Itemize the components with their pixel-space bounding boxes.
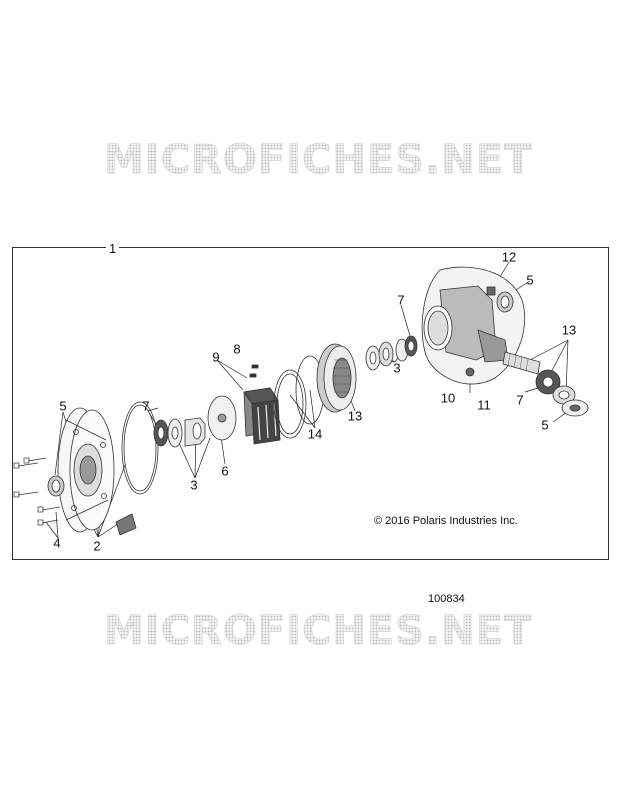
callout-7-center: 7 — [397, 292, 405, 308]
callout-14: 14 — [307, 426, 323, 442]
callout-2: 2 — [93, 538, 101, 554]
callout-5-top-right: 5 — [526, 272, 534, 288]
callout-13-right: 13 — [561, 322, 577, 338]
watermark-bottom-text: MICROFICHES.NET — [104, 608, 532, 654]
callout-5-bottom-right: 5 — [541, 417, 549, 433]
fill-plug — [486, 286, 496, 296]
callout-4: 4 — [53, 535, 61, 551]
figure-number: 100834 — [428, 593, 465, 605]
copyright-text: © 2016 Polaris Industries Inc. — [374, 515, 518, 527]
diagram-frame — [12, 247, 609, 560]
watermark-top-text: MICROFICHES.NET — [104, 137, 532, 183]
pinion-shaft — [502, 351, 541, 375]
roll-cage — [243, 387, 281, 445]
springs — [249, 364, 259, 378]
callout-10: 10 — [440, 390, 456, 406]
callout-3-right: 3 — [393, 360, 401, 376]
callout-5-left: 5 — [59, 398, 67, 414]
shim-ring — [273, 369, 307, 439]
clip — [115, 513, 137, 536]
ring-gear — [316, 343, 357, 413]
vent-plug — [465, 367, 475, 377]
gearcase-housing — [421, 266, 526, 385]
o-ring-left — [121, 401, 159, 495]
callout-6: 6 — [221, 463, 229, 479]
watermark-bottom: MICROFICHES.NET — [104, 608, 532, 655]
callout-9: 9 — [212, 349, 220, 365]
callout-12: 12 — [501, 249, 517, 265]
callout-13-center: 13 — [347, 408, 363, 424]
frame-number: 1 — [106, 241, 120, 256]
front-gearcase-cover — [57, 407, 115, 533]
callout-7-left: 7 — [142, 398, 150, 414]
callout-8: 8 — [233, 341, 241, 357]
callout-3-left: 3 — [190, 477, 198, 493]
watermark-top: MICROFICHES.NET — [104, 137, 532, 184]
callout-7-right: 7 — [516, 392, 524, 408]
callout-11: 11 — [477, 397, 491, 413]
bolts — [13, 457, 61, 526]
